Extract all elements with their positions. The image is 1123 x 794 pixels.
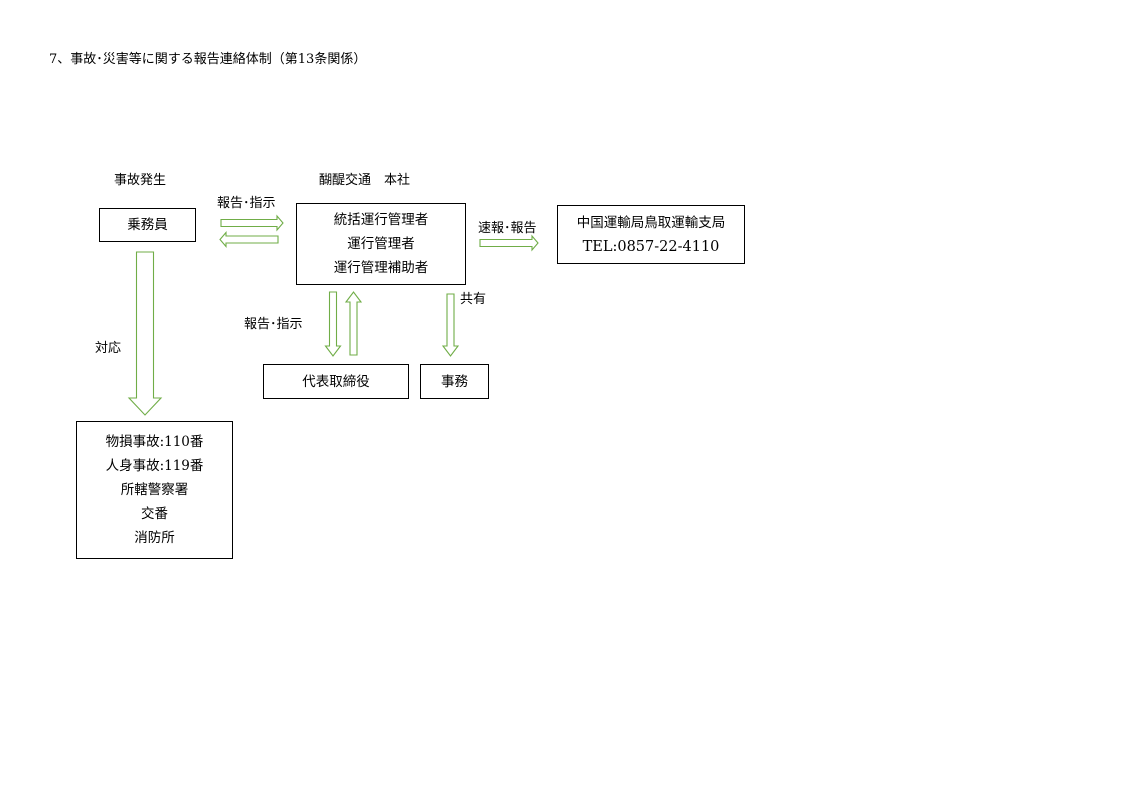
emergency-line-1: 物損事故:110番: [105, 434, 204, 450]
representative-box: 代表取締役: [263, 364, 409, 399]
page-title: 7、事故･災害等に関する報告連絡体制（第13条関係）: [49, 52, 367, 67]
arrow-crew-to-hq: [220, 214, 284, 232]
headquarters-line-3: 運行管理補助者: [333, 260, 429, 276]
accident-occurrence-label: 事故発生: [114, 173, 167, 188]
transport-bureau-box: 中国運輸局鳥取運輸支局 TEL:0857-22-4110: [557, 205, 745, 264]
crew-box: 乗務員: [99, 208, 196, 242]
arrow-hq-to-office: [441, 293, 460, 357]
report-instruction-top-label: 報告･指示: [217, 196, 276, 211]
arrow-hq-to-representative: [324, 291, 342, 357]
crew-text: 乗務員: [127, 217, 168, 233]
response-label: 対応: [95, 341, 122, 356]
arrow-hq-to-bureau: [479, 234, 539, 252]
office-box: 事務: [420, 364, 489, 399]
share-label: 共有: [460, 292, 487, 307]
headquarters-line-2: 運行管理者: [347, 236, 415, 252]
representative-text: 代表取締役: [302, 373, 370, 390]
emergency-line-4: 交番: [141, 506, 168, 522]
emergency-line-3: 所轄警察署: [120, 482, 189, 498]
arrow-representative-to-hq: [344, 291, 363, 356]
transport-bureau-phone: TEL:0857-22-4110: [582, 238, 720, 255]
headquarters-box: 統括運行管理者 運行管理者 運行管理補助者: [296, 203, 466, 285]
office-text: 事務: [441, 373, 468, 390]
emergency-line-5: 消防所: [134, 530, 175, 546]
arrow-hq-to-crew: [219, 231, 279, 248]
emergency-contacts-box: 物損事故:110番 人身事故:119番 所轄警察署 交番 消防所: [76, 421, 233, 559]
transport-bureau-name: 中国運輸局鳥取運輸支局: [576, 214, 726, 231]
headquarters-line-1: 統括運行管理者: [333, 212, 429, 228]
report-instruction-lower-label: 報告･指示: [244, 317, 303, 332]
emergency-line-2: 人身事故:119番: [105, 458, 204, 474]
arrow-crew-to-emergency: [127, 251, 163, 416]
company-header-label: 醐醍交通 本社: [319, 173, 411, 188]
prompt-report-label: 速報･報告: [478, 221, 537, 236]
